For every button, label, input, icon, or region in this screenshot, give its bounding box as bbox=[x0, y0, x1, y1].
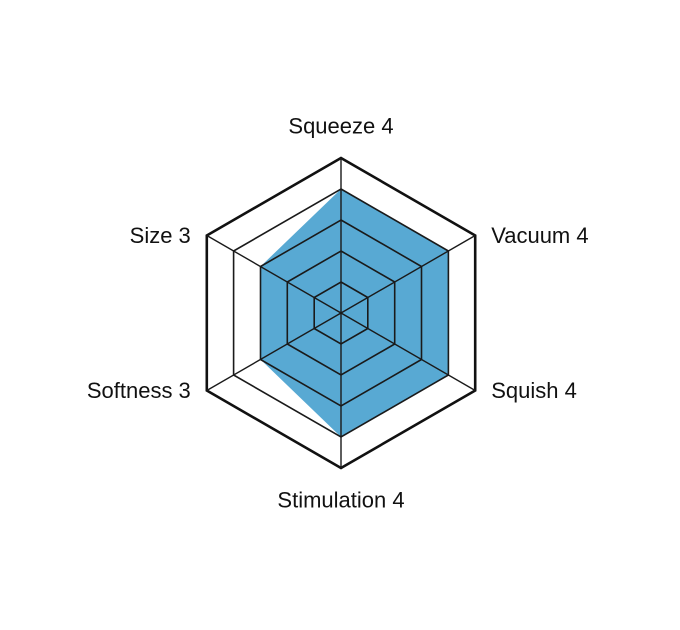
axis-label-softness: Softness 3 bbox=[87, 378, 191, 403]
axis-label-size: Size 3 bbox=[130, 223, 191, 248]
data-area bbox=[260, 189, 449, 437]
axis-spoke bbox=[206, 312, 342, 392]
axis-label-squish: Squish 4 bbox=[491, 378, 577, 403]
axis-label-vacuum: Vacuum 4 bbox=[491, 223, 588, 248]
axis-label-stimulation: Stimulation 4 bbox=[277, 488, 404, 513]
axis-spoke bbox=[340, 312, 476, 392]
axis-spoke bbox=[206, 234, 342, 314]
axis-label-squeeze: Squeeze 4 bbox=[288, 114, 393, 139]
axis-spoke bbox=[340, 234, 476, 314]
grid-layer bbox=[205, 156, 477, 470]
axis-labels: Squeeze 4 Vacuum 4 Squish 4 Stimulation … bbox=[87, 114, 589, 513]
data-area-layer bbox=[260, 189, 449, 437]
